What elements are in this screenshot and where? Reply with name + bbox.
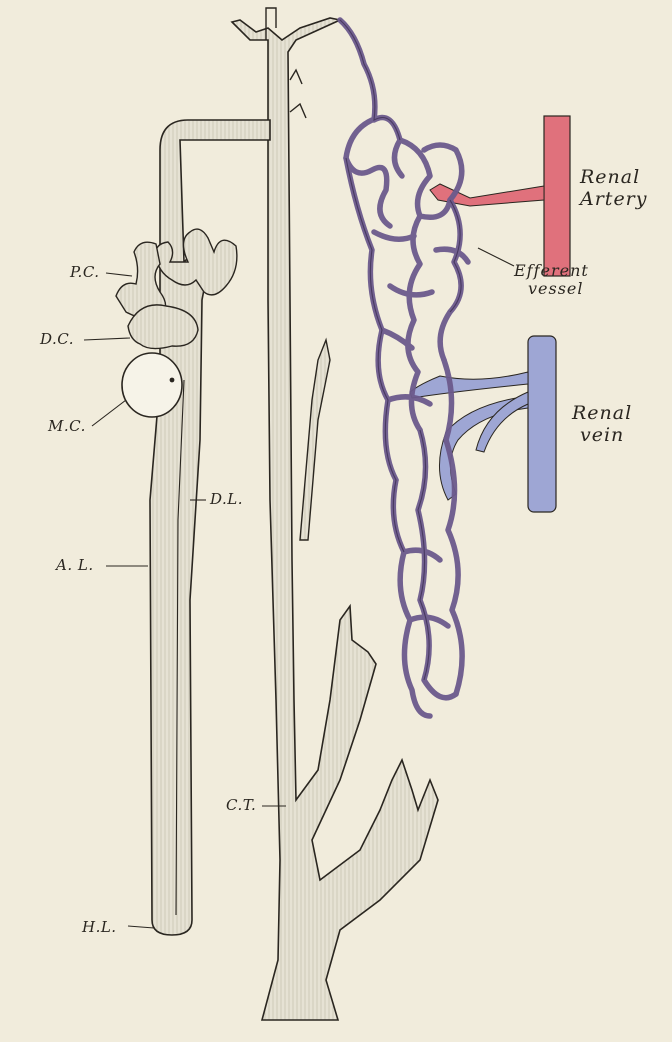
label-mc: M.C. (48, 417, 86, 435)
label-efferent-vessel: Efferent vessel (514, 262, 589, 298)
renal-vein (410, 336, 556, 512)
label-efferent-line2: vessel (514, 280, 589, 298)
label-hl: H.L. (82, 918, 117, 936)
label-dc: D.C. (40, 330, 74, 348)
label-renal-vein-line2: vein (572, 424, 632, 446)
label-dl: D.L. (210, 490, 243, 508)
label-al: A. L. (56, 556, 94, 574)
label-renal-artery-line2: Artery (580, 188, 648, 210)
vascular-network (340, 20, 468, 716)
label-efferent-line1: Efferent (514, 262, 589, 280)
collecting-tubule (232, 8, 438, 1020)
label-ct: C.T. (226, 796, 256, 814)
label-renal-vein: Renal vein (572, 402, 632, 446)
label-pc: P.C. (70, 263, 100, 281)
label-renal-artery: Renal Artery (580, 166, 648, 210)
label-renal-vein-line1: Renal (572, 402, 632, 424)
malpighian-corpuscle (122, 353, 182, 417)
label-renal-artery-line1: Renal (580, 166, 648, 188)
